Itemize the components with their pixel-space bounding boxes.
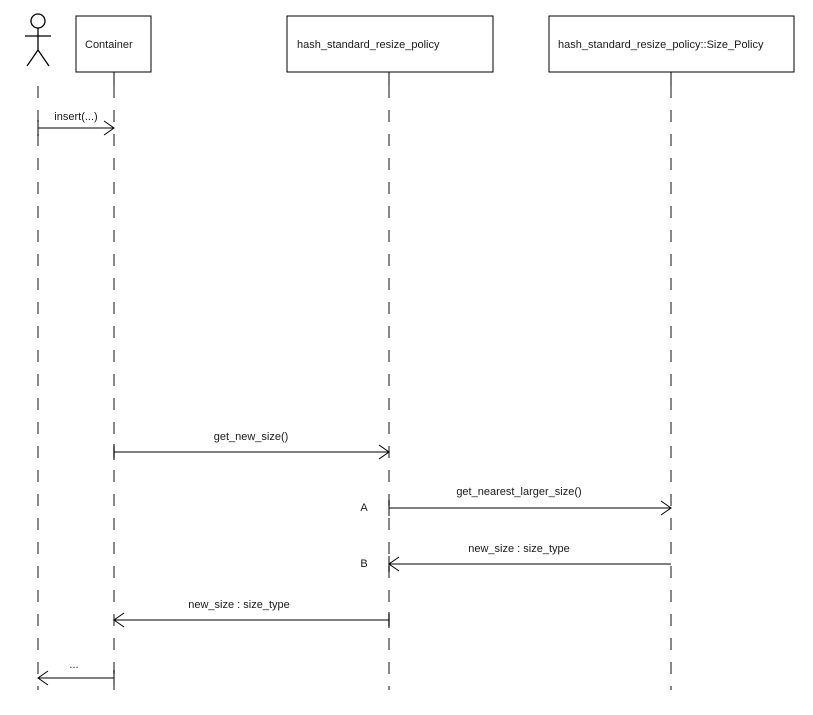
message-new-size-return-inner[interactable]: B new_size : size_type — [360, 543, 671, 572]
participant-container[interactable]: Container — [75, 15, 152, 690]
message-arrowhead-insert — [103, 120, 115, 136]
message-ellipsis-return[interactable]: ... — [37, 659, 115, 686]
message-arrowhead-new-size-return-outer — [113, 612, 125, 628]
message-insert[interactable]: insert(...) — [37, 111, 115, 136]
message-new-size-return-outer[interactable]: new_size : size_type — [113, 599, 390, 628]
message-label-ellipsis-return: ... — [69, 659, 78, 671]
participant-label-resize-policy: hash_standard_resize_policy — [297, 39, 440, 51]
participant-box-container[interactable] — [75, 15, 152, 73]
message-arrowhead-get-nearest-larger-size — [660, 500, 672, 516]
actor-figure[interactable] — [25, 13, 51, 67]
message-label-new-size-return-outer: new_size : size_type — [188, 599, 290, 611]
message-arrowhead-get-new-size — [378, 444, 390, 460]
actor-left-leg-line — [26, 49, 39, 67]
message-arrowhead-ellipsis-return — [37, 670, 49, 686]
participant-resize-policy[interactable]: hash_standard_resize_policy — [286, 15, 494, 690]
message-get-new-size[interactable]: get_new_size() — [113, 431, 390, 460]
message-label-get-new-size: get_new_size() — [214, 431, 289, 443]
participant-label-size-policy: hash_standard_resize_policy::Size_Policy — [558, 39, 764, 51]
actor-right-leg-line — [37, 49, 50, 67]
participant-box-size-policy[interactable] — [548, 15, 795, 73]
message-label-new-size-return-inner: new_size : size_type — [468, 543, 570, 555]
actor-head-icon — [30, 13, 46, 29]
message-label-get-nearest-larger-size: get_nearest_larger_size() — [456, 486, 581, 498]
message-get-nearest-larger-size[interactable]: A get_nearest_larger_size() — [360, 486, 672, 516]
participant-label-container: Container — [85, 39, 133, 51]
message-marker-b: B — [360, 558, 367, 570]
message-label-insert: insert(...) — [54, 111, 97, 123]
participant-box-resize-policy[interactable] — [286, 15, 494, 73]
message-marker-a: A — [360, 502, 368, 514]
participant-size-policy[interactable]: hash_standard_resize_policy::Size_Policy — [548, 15, 795, 690]
